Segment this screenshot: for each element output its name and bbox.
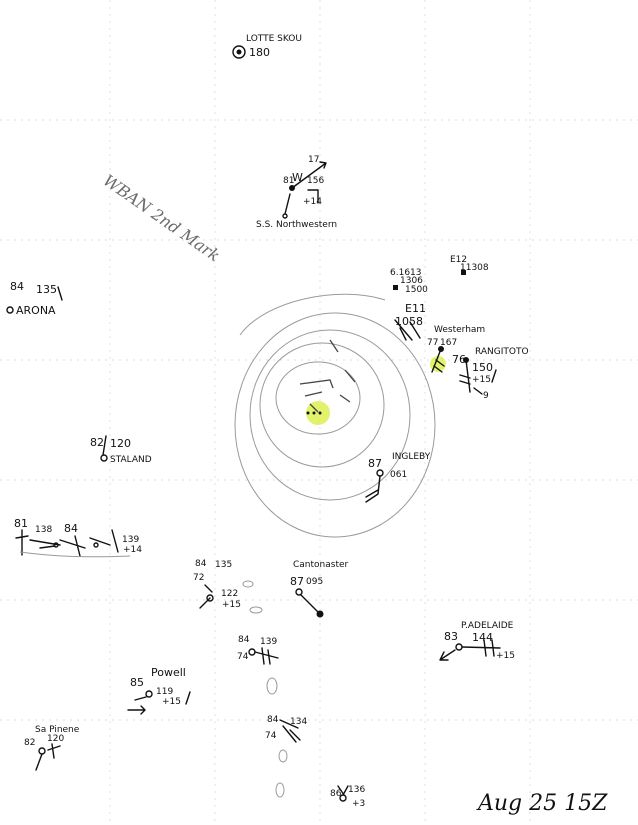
station-name: Westerham xyxy=(434,325,485,335)
station-name: Sa Pinene xyxy=(35,725,80,735)
station-name: RANGITOTO xyxy=(475,347,529,357)
station-temp: 82 xyxy=(24,738,35,748)
station-pressure: 119 xyxy=(156,687,173,697)
map-label: 74 xyxy=(237,652,249,662)
map-label: 1500 xyxy=(405,285,428,295)
map-label: 84 xyxy=(195,559,207,569)
pencil-annotation: WBAN 2nd Mark xyxy=(100,171,224,266)
map-label: 86 xyxy=(330,789,342,799)
station-cantonaster: Cantonaster 87 095 xyxy=(290,560,349,618)
mid-ship-cluster: 84 135 72 122 +15 84 139 74 xyxy=(193,559,279,695)
map-label: 6.1613 xyxy=(390,268,422,278)
map-label: E12 xyxy=(450,255,467,265)
map-label: +3 xyxy=(352,799,365,809)
map-label: 84 xyxy=(64,522,78,535)
station-pressure: 150 xyxy=(472,361,493,374)
station-temp: 83 xyxy=(444,630,458,643)
station-name: INGLEBY xyxy=(392,452,431,462)
station-northwestern: 81 W 156 +14 17 S.S. Northwestern xyxy=(256,155,337,230)
map-label: 134 xyxy=(290,717,307,727)
south-ship-cluster: 84 134 74 xyxy=(265,715,307,798)
station-ingleby: 87 INGLEBY 061 xyxy=(365,452,431,503)
map-label: E11 xyxy=(405,302,426,315)
map-label: 84 xyxy=(267,715,279,725)
station-name: P.ADELAIDE xyxy=(461,621,514,631)
station-temp: 76 xyxy=(452,353,466,366)
station-staland: 82 120 STALAND xyxy=(90,435,152,465)
map-label: 138 xyxy=(35,525,52,535)
station-tendency: +15 xyxy=(496,651,515,661)
station-temp: 87 xyxy=(290,575,304,588)
map-label: 84 xyxy=(238,635,250,645)
station-temp: 84 xyxy=(10,280,24,293)
station-pressure: 135 xyxy=(36,283,57,296)
map-label: 139 xyxy=(122,535,139,545)
east-ship-cluster: 6.1613 1306 1500 E12 11308 E11 1058 xyxy=(390,255,489,341)
station-tendency: +14 xyxy=(303,197,322,207)
station-wind: 9 xyxy=(483,391,489,401)
station-pressure: 120 xyxy=(110,437,131,450)
map-label: 1306 xyxy=(400,276,423,286)
station-temp: 82 xyxy=(90,436,104,449)
station-temp: 87 xyxy=(368,457,382,470)
station-tendency: +15 xyxy=(472,375,491,385)
station-wind-dir: W xyxy=(292,171,303,184)
hurricane-center xyxy=(299,339,446,425)
map-label: 135 xyxy=(215,560,232,570)
station-powell: 85 Powell 119 +15 xyxy=(127,666,191,715)
station-pressure: 120 xyxy=(47,734,64,744)
station-lotte-skou: LOTTE SKOU 180 xyxy=(232,34,302,59)
station-bottom-ship: 86 136 +3 xyxy=(330,785,365,809)
station-temp: 81 xyxy=(283,176,294,186)
map-label: 1058 xyxy=(395,315,423,328)
map-label: 72 xyxy=(193,573,204,583)
map-label: 139 xyxy=(260,637,277,647)
map-label: 74 xyxy=(265,731,277,741)
station-rangitoto: RANGITOTO 76 150 +15 9 xyxy=(452,347,529,401)
station-sa-pinene: Sa Pinene 82 120 xyxy=(24,725,80,771)
station-p-adelaide: P.ADELAIDE 83 144 +15 xyxy=(439,621,515,661)
map-label: 11308 xyxy=(460,263,489,273)
station-name: S.S. Northwestern xyxy=(256,220,337,230)
station-pressure: 095 xyxy=(306,577,323,587)
station-name: Powell xyxy=(151,666,186,679)
station-westerham: Westerham 77 167 xyxy=(427,325,485,373)
station-pressure: 156 xyxy=(307,176,324,186)
station-temp: 77 xyxy=(427,338,438,348)
map-label: 81 xyxy=(14,517,28,530)
station-name: ARONA xyxy=(16,304,56,317)
station-name: Cantonaster xyxy=(293,560,349,570)
station-wind: 17 xyxy=(308,155,319,165)
station-temp: 85 xyxy=(130,676,144,689)
west-ship-cluster: 81 138 84 139 +14 xyxy=(14,517,142,558)
station-name: LOTTE SKOU xyxy=(246,34,302,44)
station-pressure: 180 xyxy=(249,46,270,59)
station-tendency: +15 xyxy=(162,697,181,707)
map-label: 122 xyxy=(221,589,238,599)
station-pressure: 144 xyxy=(472,631,493,644)
station-pressure: 167 xyxy=(440,338,457,348)
map-label: +14 xyxy=(123,545,142,555)
station-arona: 84 135 ARONA xyxy=(6,280,63,317)
date-label: Aug 25 15Z xyxy=(476,791,608,816)
map-label: 136 xyxy=(348,785,365,795)
isobars xyxy=(234,293,436,538)
station-name: STALAND xyxy=(110,455,152,465)
map-label: +15 xyxy=(222,600,241,610)
station-pressure: 061 xyxy=(390,470,407,480)
